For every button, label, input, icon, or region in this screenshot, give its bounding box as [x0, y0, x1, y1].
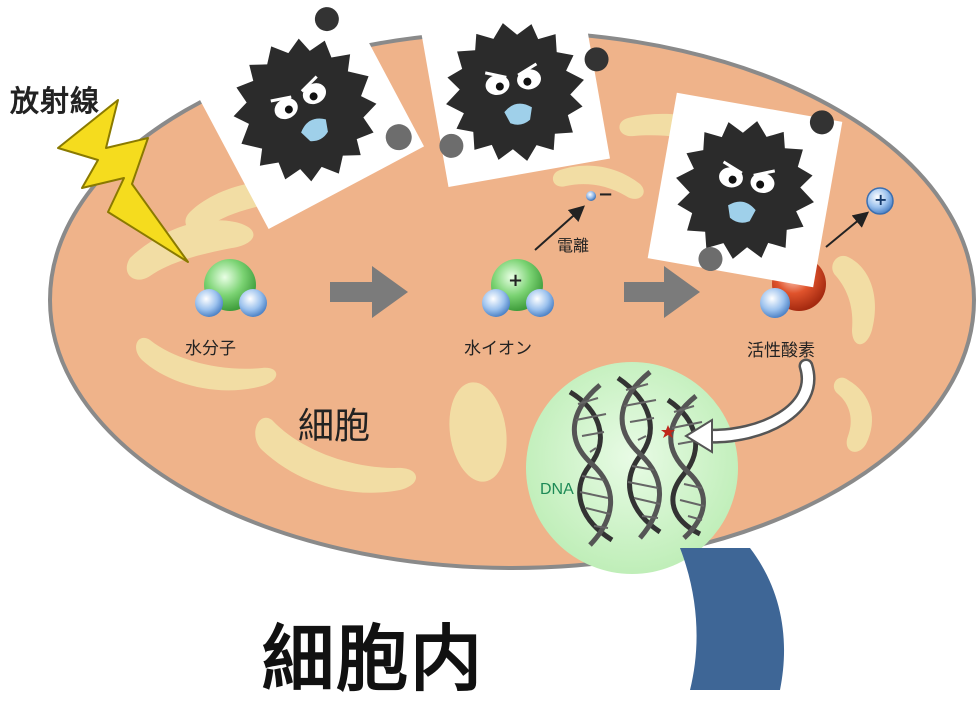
ionization-arrow [534, 205, 585, 251]
ionization-label: 電離 [557, 236, 590, 255]
arrow-right-icon [624, 266, 700, 318]
water-ion-label: 水イオン [464, 339, 532, 359]
dna-label: DNA [540, 481, 574, 498]
proton-charge-plus: + [874, 190, 888, 209]
ion-charge-plus: + [508, 270, 524, 291]
germ-icon [647, 92, 843, 288]
lightning-icon [57, 99, 189, 263]
electron-icon [586, 191, 596, 201]
attack-arrow-icon [684, 358, 816, 454]
water-ion-icon [482, 259, 554, 317]
proton-icon [866, 187, 894, 215]
inside-cell-title: 細胞内 [262, 617, 485, 701]
germ-icon [420, 0, 610, 187]
reactive-oxygen-label: 活性酸素 [747, 341, 815, 361]
electron-charge-minus: − [598, 184, 614, 205]
dna-helix-icon [568, 370, 706, 547]
blue-band [680, 548, 785, 690]
arrow-right-icon [330, 266, 408, 318]
radiation-label: 放射線 [10, 84, 101, 118]
proton-arrow [825, 211, 870, 248]
water-molecule-icon [195, 259, 267, 317]
cell-diagram [48, 0, 976, 690]
germ-icon [185, 0, 425, 230]
cell-label: 細胞 [298, 406, 371, 447]
water-molecule-label: 水分子 [185, 339, 236, 359]
damage-spot-icon [661, 425, 675, 438]
